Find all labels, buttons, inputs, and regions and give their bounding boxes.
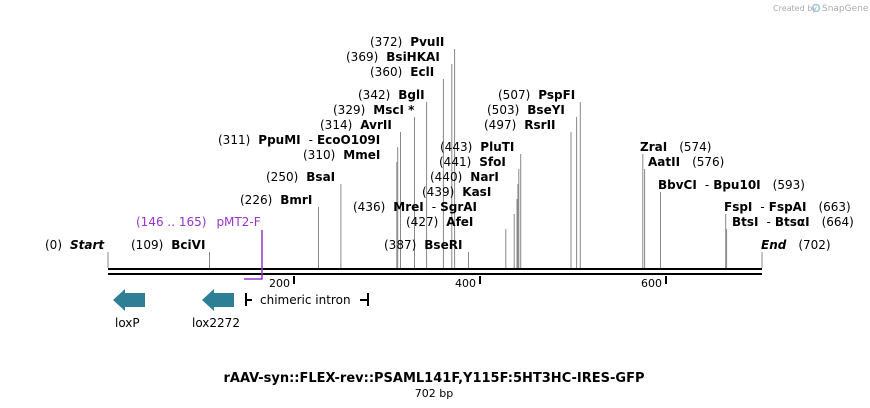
feature-label: loxP bbox=[115, 316, 140, 330]
site-label-krei-sgrai[interactable]: (436)MreI-SgrAI bbox=[353, 200, 477, 214]
site-leader-lines bbox=[107, 49, 763, 268]
site-label-bseri[interactable]: (387)BseRI bbox=[384, 238, 462, 252]
axis-tick-200: 200 bbox=[269, 276, 295, 290]
site-label-bseyi[interactable]: (503)BseYI bbox=[487, 103, 565, 117]
feature-loxp[interactable]: loxP bbox=[113, 289, 145, 330]
feature-label: lox2272 bbox=[192, 316, 240, 330]
site-label-bmri[interactable]: (226)BmrI bbox=[240, 193, 312, 207]
site-label-rsrii[interactable]: (497)RsrII bbox=[484, 118, 556, 132]
site-label-btsi-btsai[interactable]: BtsI-BtsαI(664) bbox=[732, 215, 854, 229]
site-label-sfoi[interactable]: (441)SfoI bbox=[439, 155, 506, 169]
site-label-afei[interactable]: (427)AfeI bbox=[406, 215, 473, 229]
site-label-end[interactable]: End(702) bbox=[761, 238, 831, 252]
credit-brand: SnapGene bbox=[822, 4, 869, 14]
site-label-nari[interactable]: (440)NarI bbox=[430, 170, 499, 184]
credit-text: Created by bbox=[773, 4, 817, 13]
site-label-ppumi-eco0109i[interactable]: (311)PpuMI-EcoO109I bbox=[218, 133, 380, 147]
axis-tick-label: 600 bbox=[641, 277, 662, 290]
plasmid-title: rAAV-syn::FLEX-rev::PSAML141F,Y115F:5HT3… bbox=[223, 371, 644, 386]
site-labels: (0)Start (109)BciVI (226)BmrI (250)BsaI … bbox=[45, 35, 854, 252]
site-label-pluti[interactable]: (443)PluTI bbox=[440, 140, 514, 154]
primer-pmt2-f[interactable]: (146 .. 165)pMT2-F bbox=[136, 215, 263, 280]
snapgene-credit: Created by SnapGene bbox=[773, 3, 869, 14]
site-label-bsihkai[interactable]: (369)BsiHKAI bbox=[346, 50, 440, 64]
feature-chimeric-intron[interactable]: chimeric intron bbox=[245, 293, 369, 307]
site-label-pspfi[interactable]: (507)PspFI bbox=[498, 88, 575, 102]
sequence-backbone bbox=[108, 268, 762, 275]
site-label-msci[interactable]: (329)MscI * bbox=[333, 103, 415, 117]
site-label-start[interactable]: (0)Start bbox=[45, 238, 105, 252]
axis-tick-label: 400 bbox=[455, 277, 476, 290]
primer-label: (146 .. 165)pMT2-F bbox=[136, 215, 261, 229]
axis-ticks: 200 400 600 bbox=[269, 276, 667, 290]
axis-tick-label: 200 bbox=[269, 277, 290, 290]
feature-label: chimeric intron bbox=[260, 293, 351, 307]
left-arrow-icon bbox=[202, 289, 234, 311]
snapgene-logo-icon bbox=[811, 3, 821, 13]
site-label-bcivi[interactable]: (109)BciVI bbox=[131, 238, 205, 252]
plasmid-length: 702 bp bbox=[415, 387, 453, 400]
site-label-pvuii[interactable]: (372)PvuII bbox=[370, 35, 444, 49]
primer-arrow-icon bbox=[244, 230, 263, 280]
feature-lox2272[interactable]: lox2272 bbox=[192, 289, 240, 330]
site-label-aatii[interactable]: AatII(576) bbox=[648, 155, 724, 169]
site-label-ecli[interactable]: (360)EclI bbox=[370, 65, 434, 79]
axis-tick-600: 600 bbox=[641, 276, 667, 290]
site-label-avrii[interactable]: (314)AvrII bbox=[320, 118, 392, 132]
left-arrow-icon bbox=[113, 289, 145, 311]
site-label-mmei[interactable]: (310)MmeI bbox=[303, 148, 380, 162]
site-label-bgli[interactable]: (342)BglI bbox=[358, 88, 425, 102]
site-label-kasi[interactable]: (439)KasI bbox=[422, 185, 491, 199]
site-label-bsai[interactable]: (250)BsaI bbox=[266, 170, 335, 184]
site-label-bbvci-bpu10i[interactable]: BbvCI-Bpu10I(593) bbox=[658, 178, 805, 192]
site-label-zrai[interactable]: ZraI(574) bbox=[640, 140, 711, 154]
axis-tick-400: 400 bbox=[455, 276, 481, 290]
site-label-fspi-fspai[interactable]: FspI-FspAI(663) bbox=[724, 200, 851, 214]
